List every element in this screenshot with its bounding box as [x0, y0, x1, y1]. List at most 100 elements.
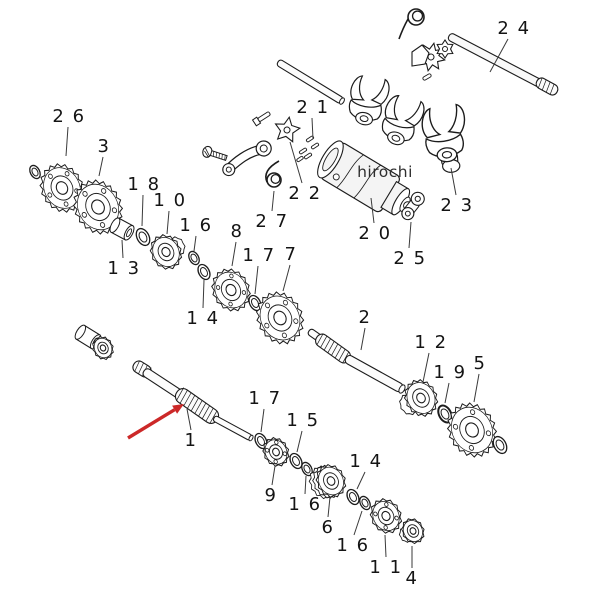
bushing-13: [109, 217, 135, 241]
leader-line-12: [422, 352, 430, 383]
spindle-spline-end: [535, 77, 559, 96]
leader-line-13: [121, 239, 124, 259]
shift-fork-center: [381, 95, 425, 146]
leader-line-16: [193, 235, 197, 252]
watermark: hirochi: [357, 163, 413, 181]
part-number-20: 2 0: [358, 223, 391, 244]
part-number-18: 1 8: [127, 174, 160, 195]
mainshaft-tip: [212, 415, 254, 442]
leader-line-17: [254, 265, 259, 295]
part-number-12: 1 2: [414, 332, 447, 353]
gear-9: [262, 436, 290, 467]
snap-ring-16: [359, 495, 371, 511]
leader-line-18: [141, 194, 144, 227]
gear-12: [399, 379, 439, 417]
part-number-2: 2: [359, 307, 372, 328]
highlight-arrow-shaft: [127, 408, 176, 440]
part-number-5: 5: [474, 353, 487, 374]
part-number-3: 3: [98, 136, 111, 157]
part-number-7: 7: [285, 244, 298, 265]
gear-11: [369, 497, 403, 534]
washer-14: [346, 488, 360, 506]
shift-fork-23: [421, 103, 466, 173]
leader-line-8: [231, 241, 237, 267]
part-number-26: 2 6: [52, 106, 85, 127]
leader-line-7: [282, 264, 291, 292]
part-number-17: 1 7: [248, 388, 281, 409]
gear-26: [39, 163, 85, 213]
part-number-16: 1 6: [336, 535, 369, 556]
leader-line-16: [304, 475, 307, 495]
part-number-4: 4: [406, 568, 419, 589]
part-number-10: 1 0: [153, 190, 186, 211]
washer-18: [135, 227, 151, 247]
highlight-arrow: [127, 404, 184, 440]
spindle-return-spring: [398, 8, 425, 40]
leader-line-11: [384, 534, 387, 558]
thrust-washer: [492, 435, 508, 455]
return-spring-27: [265, 160, 282, 188]
shift-fork-left: [348, 75, 390, 126]
pin: [303, 152, 313, 160]
gear-4: [398, 518, 425, 545]
leader-line-17: [260, 408, 265, 433]
leader-line-14: [356, 471, 366, 490]
countershaft-2: [344, 354, 406, 394]
leader-line-23: [450, 167, 457, 196]
leader-line-3: [98, 156, 104, 177]
spindle-arm-plate: [411, 44, 430, 67]
part-number-11: 1 1: [369, 557, 402, 578]
washer-14: [197, 263, 211, 281]
leader-line-5: [473, 373, 480, 403]
part-number-19: 1 9: [433, 362, 466, 383]
part-number-14: 1 4: [186, 308, 219, 329]
countershaft-2-spline: [315, 333, 351, 364]
part-number-22: 2 2: [288, 183, 321, 204]
part-number-9: 9: [265, 485, 278, 506]
part-number-16: 1 6: [288, 494, 321, 515]
part-number-21: 2 1: [296, 97, 329, 118]
snap-ring-16: [188, 250, 200, 266]
parts-artwork: [29, 8, 559, 545]
leader-line-22: [289, 141, 303, 184]
leader-line-27: [271, 190, 275, 212]
part-number-23: 2 3: [440, 195, 473, 216]
drum-stopper-25: [401, 191, 425, 221]
leader-line-21: [311, 117, 314, 140]
leader-line-15: [296, 430, 303, 453]
pin: [298, 147, 308, 155]
gearshift-arm: [222, 140, 272, 177]
shift-cam-plate-22: [274, 115, 302, 143]
highlight-arrow-head: [172, 404, 184, 414]
gear-7: [255, 291, 305, 345]
leader-line-6: [327, 496, 331, 518]
part-number-14: 1 4: [349, 451, 382, 472]
part-number-17: 1 7: [242, 245, 275, 266]
leader-line-16: [353, 510, 363, 536]
gear-6: [308, 463, 347, 500]
gear-10: [149, 233, 186, 270]
arm-bolt: [202, 145, 228, 162]
collar-19: [437, 404, 453, 424]
spindle-pawl-plate: [436, 38, 454, 60]
part-number-6: 6: [322, 517, 335, 538]
part-number-24: 2 4: [497, 18, 530, 39]
leader-line-1: [186, 408, 192, 431]
gear-8: [211, 268, 251, 312]
part-number-13: 1 3: [107, 258, 140, 279]
pin: [296, 155, 304, 163]
pin: [310, 142, 320, 150]
part-number-15: 1 5: [286, 410, 319, 431]
leader-line-25: [408, 221, 412, 249]
cam-bolt: [251, 111, 271, 127]
leader-line-24: [489, 38, 509, 73]
gear-3: [72, 179, 124, 235]
leader-line-14: [202, 279, 205, 309]
washer-15: [289, 452, 303, 470]
snap-ring-16: [301, 461, 313, 477]
leader-line-2: [360, 327, 366, 351]
ratchet-pin: [422, 73, 432, 81]
